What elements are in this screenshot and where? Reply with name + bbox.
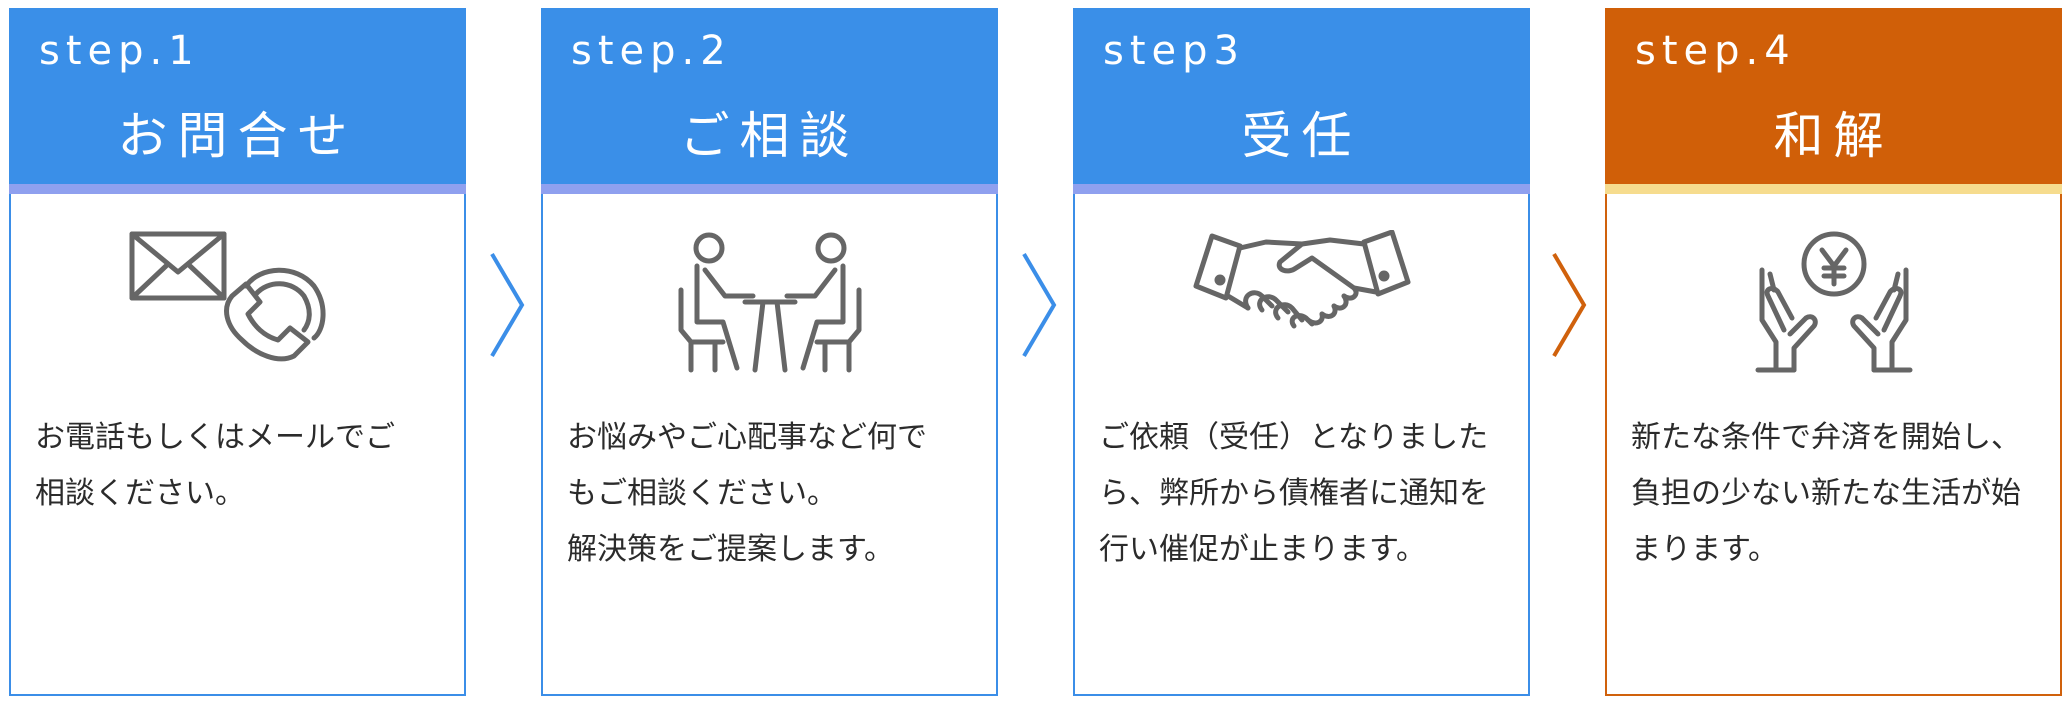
chevron-right-icon	[490, 252, 525, 358]
yen-hands-icon	[1755, 231, 1912, 373]
step-label: step3	[1103, 28, 1245, 74]
step-card-3: step3 受任 ご依頼（受任）となりまし	[1073, 8, 1530, 696]
illustration	[1607, 230, 2060, 380]
step-label: step.2	[571, 28, 732, 74]
header-accent-bar	[1605, 184, 2062, 194]
step-title: 和解	[1773, 107, 1894, 165]
step-card-2: step.2 ご相談 お悩みやご心配事など	[541, 8, 998, 696]
step-description: 新たな条件で弁済を開始し、 負担の少ない新たな生活が始 まります。	[1631, 420, 2021, 567]
handshake-icon	[1193, 230, 1410, 329]
header-accent-bar	[541, 184, 998, 194]
step-header: step.2 ご相談	[541, 8, 998, 194]
step-card-4: step.4 和解 新たな条件で弁済を開始	[1605, 8, 2062, 696]
step-header: step.1 お問合せ	[9, 8, 466, 194]
step-description: お悩みやご心配事など何で もご相談ください。 解決策をご提案します。	[567, 420, 927, 567]
header-accent-bar	[9, 184, 466, 194]
header-accent-bar	[1073, 184, 1530, 194]
step-title: 受任	[1241, 107, 1362, 165]
illustration	[1075, 230, 1528, 380]
mail-phone-icon	[129, 231, 325, 362]
step-label: step.1	[39, 28, 200, 74]
step-title: ご相談	[679, 107, 860, 165]
illustration	[11, 230, 464, 380]
step-label: step.4	[1635, 28, 1796, 74]
chevron-right-icon	[1552, 252, 1587, 358]
step-header: step.4 和解	[1605, 8, 2062, 194]
step-description: ご依頼（受任）となりました ら、弊所から債権者に通知を 行い催促が止まります。	[1099, 420, 1489, 567]
consultation-icon	[678, 232, 861, 373]
chevron-right-icon	[1022, 252, 1057, 358]
step-header: step3 受任	[1073, 8, 1530, 194]
step-card-1: step.1 お問合せ お電話もしくはメールでご 相談ください。	[9, 8, 466, 696]
illustration	[543, 230, 996, 380]
step-title: お問合せ	[117, 107, 358, 165]
step-description: お電話もしくはメールでご 相談ください。	[35, 420, 395, 511]
